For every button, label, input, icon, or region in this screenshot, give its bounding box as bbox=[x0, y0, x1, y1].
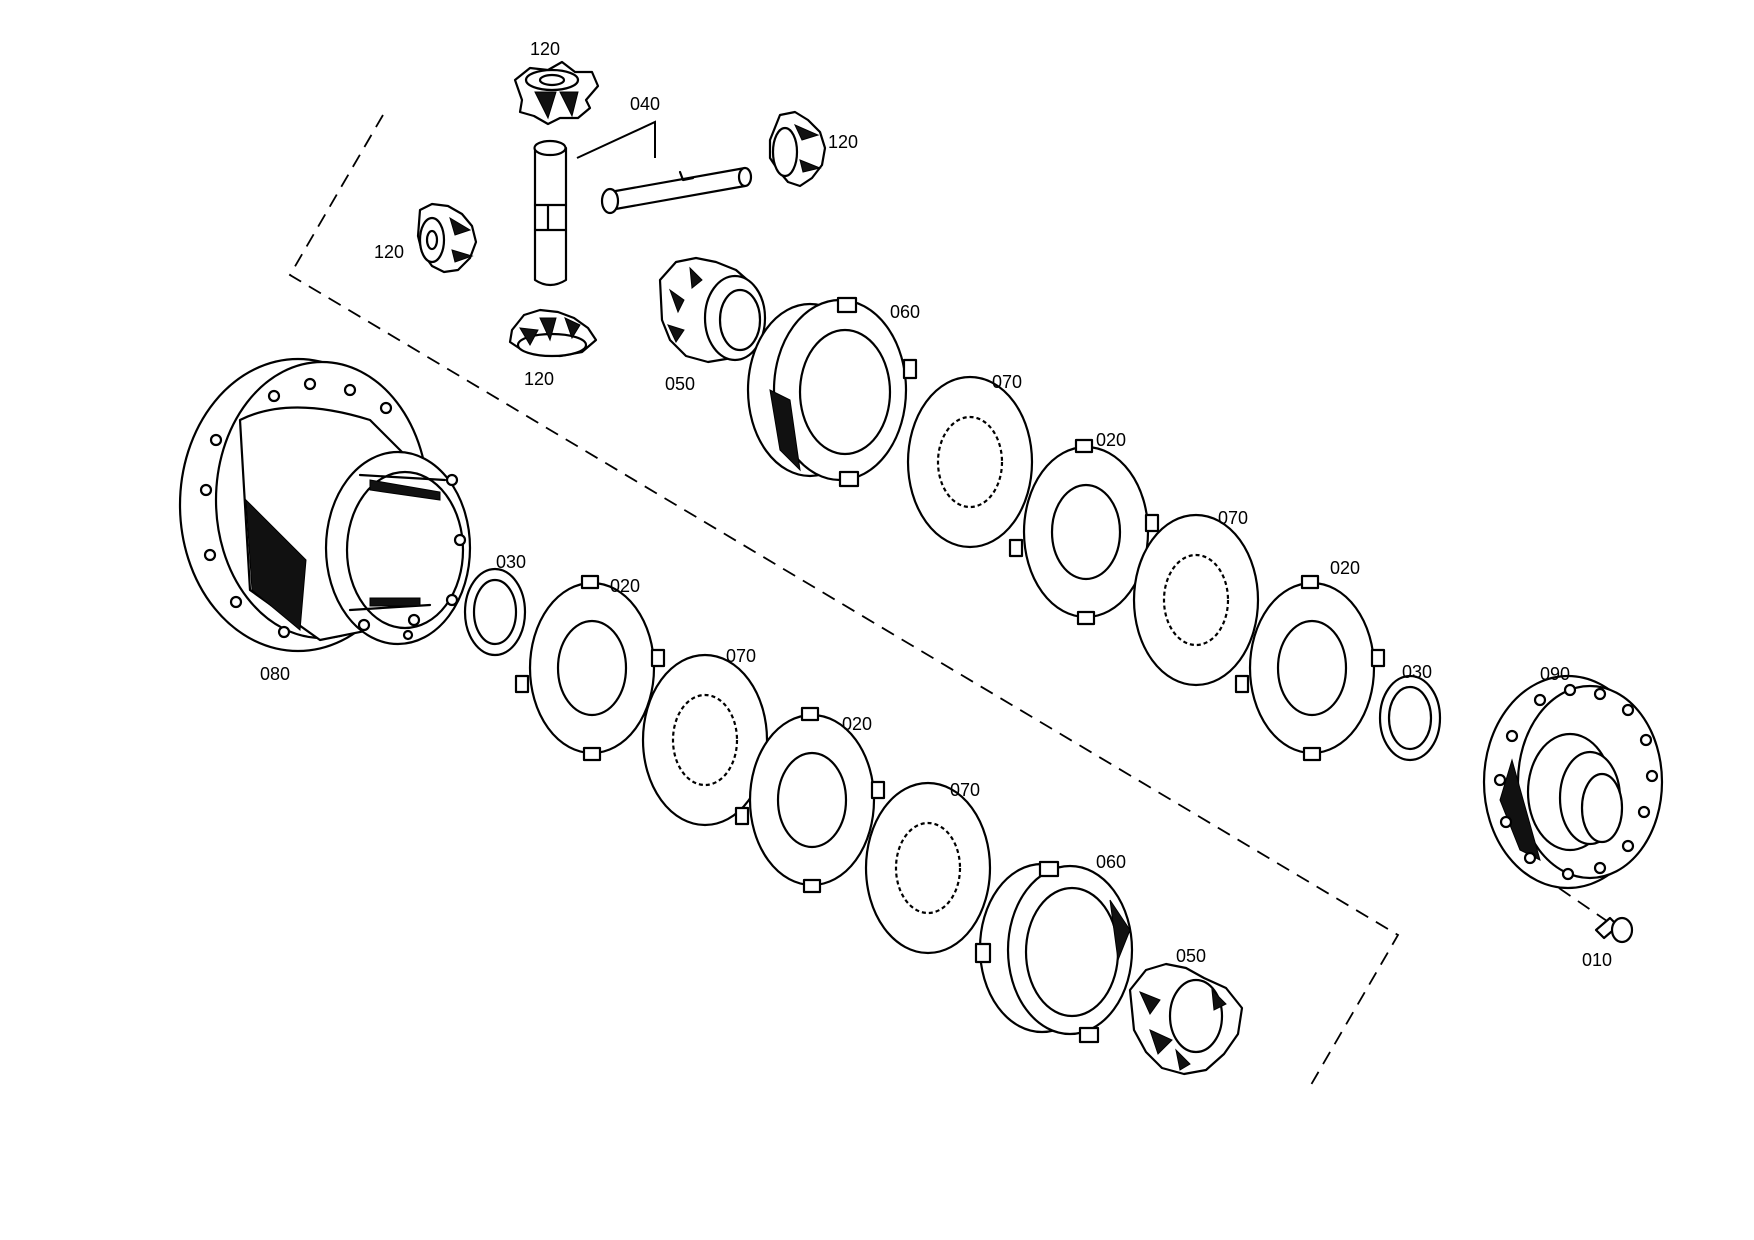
side-gear-050-lower bbox=[1128, 962, 1244, 1076]
label-030-lower: 030 bbox=[496, 552, 526, 572]
steel-plate-020-lower-1 bbox=[514, 574, 666, 762]
label-030-upper: 030 bbox=[1402, 662, 1432, 682]
label-020-lower-2: 020 bbox=[842, 714, 872, 734]
cross-pin-horizontal bbox=[600, 166, 753, 215]
label-120-bottom: 120 bbox=[524, 369, 554, 389]
label-070-upper-2: 070 bbox=[1218, 508, 1248, 528]
steel-plate-020-upper-1 bbox=[1008, 438, 1160, 626]
label-070-lower-2: 070 bbox=[950, 780, 980, 800]
pinion-gear-120-top bbox=[513, 60, 600, 126]
label-070-lower-1: 070 bbox=[726, 646, 756, 666]
pressure-ring-060-upper bbox=[746, 296, 918, 488]
thrust-washer-030-lower bbox=[463, 567, 527, 657]
assembly-boundary-dashed bbox=[288, 114, 1400, 1091]
pinion-gear-120-right bbox=[768, 110, 827, 188]
label-020-upper-2: 020 bbox=[1330, 558, 1360, 578]
friction-disc-070-lower-2 bbox=[864, 781, 992, 955]
label-120-top: 120 bbox=[530, 39, 560, 59]
label-080: 080 bbox=[260, 664, 290, 684]
housing-half-090 bbox=[1482, 674, 1664, 890]
label-020-upper-1: 020 bbox=[1096, 430, 1126, 450]
part-labels: 120 040 120 120 120 060 050 070 020 070 … bbox=[260, 39, 1612, 970]
steel-plate-020-lower-2 bbox=[734, 706, 886, 894]
label-040: 040 bbox=[630, 94, 660, 114]
label-060-upper: 060 bbox=[890, 302, 920, 322]
label-010: 010 bbox=[1582, 950, 1612, 970]
friction-disc-070-lower-1 bbox=[641, 653, 769, 827]
label-020-lower-1: 020 bbox=[610, 576, 640, 596]
label-120-right: 120 bbox=[828, 132, 858, 152]
pinion-gear-120-bottom bbox=[508, 308, 598, 358]
pressure-ring-060-lower bbox=[974, 860, 1134, 1044]
housing-half-080 bbox=[178, 357, 472, 653]
friction-disc-070-upper-2 bbox=[1132, 513, 1260, 687]
pinion-gear-120-left bbox=[416, 202, 478, 274]
leader-040 bbox=[576, 120, 656, 159]
label-120-left: 120 bbox=[374, 242, 404, 262]
bolt-010 bbox=[1594, 916, 1634, 944]
cross-pin-vertical bbox=[533, 139, 568, 287]
friction-disc-070-upper-1 bbox=[906, 375, 1034, 549]
side-gear-050-upper bbox=[658, 256, 767, 364]
label-090: 090 bbox=[1540, 664, 1570, 684]
label-070-upper-1: 070 bbox=[992, 372, 1022, 392]
steel-plate-020-upper-2 bbox=[1234, 574, 1386, 762]
thrust-washer-030-upper bbox=[1378, 674, 1442, 762]
label-050-upper: 050 bbox=[665, 374, 695, 394]
label-060-lower: 060 bbox=[1096, 852, 1126, 872]
label-050-lower: 050 bbox=[1176, 946, 1206, 966]
